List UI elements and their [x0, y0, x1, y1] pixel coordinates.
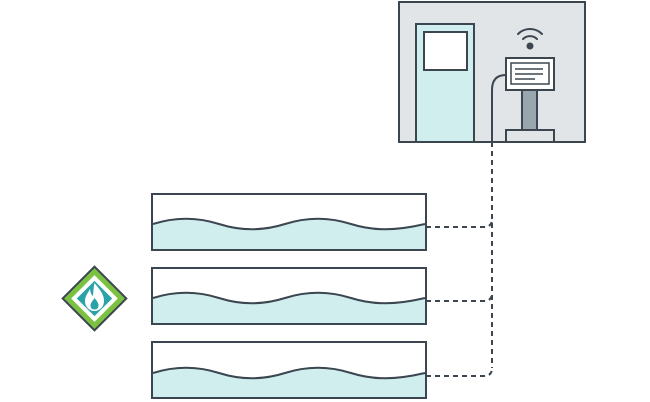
control-room: [398, 1, 586, 143]
sensor-lines: [426, 142, 493, 377]
tank-3-wave: [152, 366, 426, 380]
tank-1-wave: [152, 217, 426, 231]
sensor-line-tank-2: [426, 292, 493, 302]
monitoring-kiosk-icon: [505, 57, 555, 143]
tank-3: [151, 341, 427, 399]
sensor-line-tank-3: [426, 367, 493, 377]
tank-1: [151, 193, 427, 251]
sensor-line-tank-1: [426, 218, 493, 228]
tank-2: [151, 267, 427, 325]
fire-hazard-icon: [61, 265, 128, 332]
door-icon: [415, 23, 475, 143]
tank-2-wave: [152, 291, 426, 305]
kiosk-cable: [491, 74, 507, 142]
wifi-icon: [517, 28, 543, 50]
